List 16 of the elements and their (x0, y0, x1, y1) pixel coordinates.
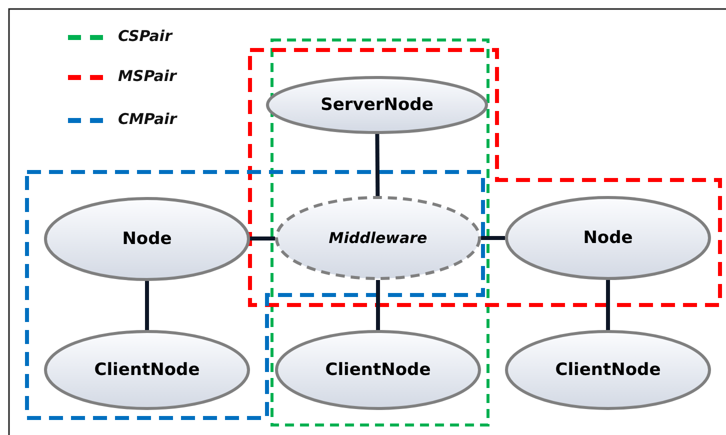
node-label: Node (121, 229, 173, 249)
connector-line (606, 280, 610, 330)
connector-line (376, 280, 380, 330)
node-label: ClientNode (93, 360, 201, 380)
node-label: ServerNode (320, 95, 434, 115)
node-label: ClientNode (324, 360, 432, 380)
node-label: ClientNode (554, 360, 662, 380)
connector-line (481, 236, 505, 240)
legend-label: CSPair (118, 27, 172, 45)
connector-line (145, 281, 149, 330)
node-label: Middleware (328, 229, 428, 247)
legend-label: CMPair (118, 110, 177, 128)
connector-line (375, 134, 380, 196)
node-label: Node (582, 228, 634, 248)
connector-line (250, 236, 276, 241)
legend-label: MSPair (118, 67, 176, 85)
